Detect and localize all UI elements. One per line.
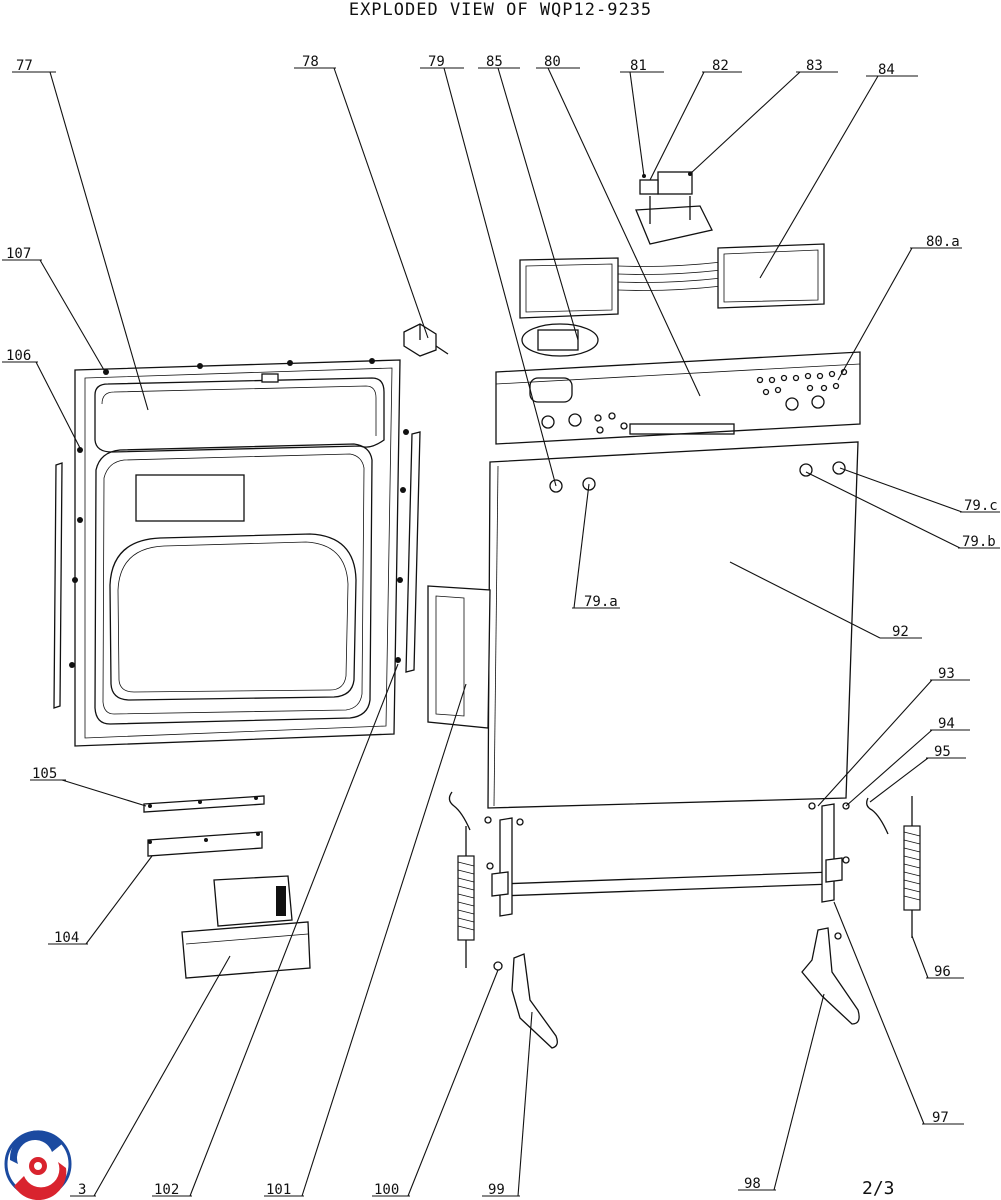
inner-door-panel [53, 358, 421, 747]
hinge-brackets [143, 795, 265, 857]
label-104: 104 [54, 930, 79, 946]
label-96: 96 [934, 964, 951, 980]
label-79b: 79.b [962, 534, 996, 550]
label-106: 106 [6, 348, 31, 364]
side-trim-piece [427, 585, 491, 729]
display-boards [519, 171, 825, 357]
label-99: 99 [488, 1182, 505, 1198]
label-79: 79 [428, 54, 445, 70]
power-connector [403, 323, 449, 357]
hinge-assembly [448, 791, 921, 1049]
label-80: 80 [544, 54, 561, 70]
label-92: 92 [892, 624, 909, 640]
label-79a: 79.a [584, 594, 618, 610]
callout-leaders [2, 67, 1000, 1197]
label-81: 81 [630, 58, 647, 74]
label-93: 93 [938, 666, 955, 682]
label-98: 98 [744, 1176, 761, 1192]
label-83: 83 [806, 58, 823, 74]
label-101: 101 [266, 1182, 291, 1198]
brand-logo [4, 1130, 72, 1200]
label-105: 105 [32, 766, 57, 782]
label-94: 94 [938, 716, 955, 732]
label-97: 97 [932, 1110, 949, 1126]
label-102: 102 [154, 1182, 179, 1198]
label-95: 95 [934, 744, 951, 760]
label-107: 107 [6, 246, 31, 262]
label-79c: 79.c [964, 498, 998, 514]
label-103: 3 [78, 1182, 86, 1198]
control-panel [495, 351, 861, 445]
label-82: 82 [712, 58, 729, 74]
label-84: 84 [878, 62, 895, 78]
label-85: 85 [486, 54, 503, 70]
door-handle [181, 875, 311, 979]
callout-labels: 77 78 79 85 80 81 82 83 84 80.a 107 106 … [6, 54, 998, 1198]
outer-door-panel [487, 441, 859, 809]
label-80a: 80.a [926, 234, 960, 250]
page-number: 2/3 [862, 1178, 895, 1199]
diagram-title: EXPLODED VIEW OF WQP12-9235 [348, 0, 653, 20]
label-77: 77 [16, 58, 33, 74]
label-100: 100 [374, 1182, 399, 1198]
label-78: 78 [302, 54, 319, 70]
